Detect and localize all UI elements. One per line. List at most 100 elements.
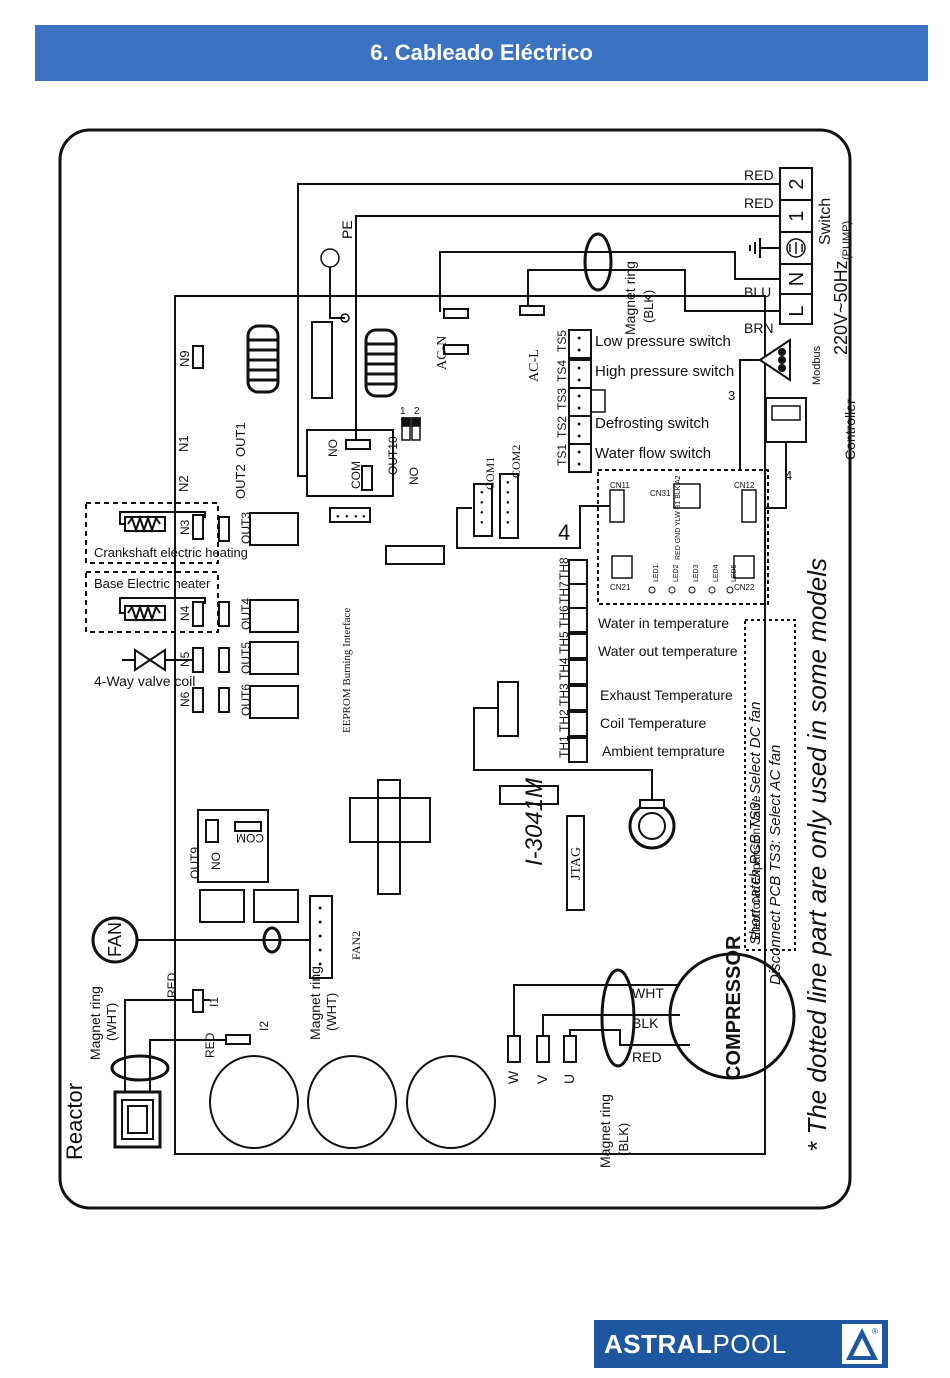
switch-label: Switch	[817, 198, 834, 245]
water-flow-label: Water flow switch	[595, 445, 711, 462]
i1-label: I1	[207, 997, 221, 1007]
comp-wht-label: WHT	[632, 985, 664, 1001]
v-terminal	[536, 1035, 550, 1063]
svg-text:●: ●	[577, 335, 581, 342]
coil-label: Coil Temperature	[600, 715, 707, 731]
magnet-ring-top-icon	[583, 232, 613, 292]
ac-n-connector	[443, 308, 469, 319]
capacitors	[209, 1055, 496, 1149]
high-pressure-label: High pressure switch	[595, 363, 734, 380]
pcb-note-line1: Short catch PCB TS3: Select DC fan	[747, 702, 764, 945]
com1-connector	[473, 483, 493, 537]
svg-text:●: ●	[336, 514, 340, 520]
defrosting-label: Defrosting switch	[595, 415, 709, 432]
ts3-link	[591, 389, 606, 413]
svg-text:●: ●	[577, 393, 581, 400]
th7-label: TH7	[557, 581, 571, 604]
magnet-ring-comp-label: Magnet ring	[597, 1094, 613, 1168]
i2-label: I2	[257, 1021, 271, 1031]
svg-text:●: ●	[362, 514, 366, 520]
blu-wire	[439, 251, 780, 312]
red-wire-2	[355, 215, 780, 444]
magnet-ring-fan-color: (WHT)	[324, 993, 339, 1031]
ac-l-label: AC-L	[527, 349, 542, 382]
svg-text:●: ●	[506, 510, 510, 516]
pcb-slot-1	[385, 545, 445, 565]
comp-blk-wire	[542, 1014, 680, 1036]
display-link-wire	[456, 505, 610, 549]
magnet-ring-top-label: Magnet ring	[622, 261, 638, 335]
eev-wire	[473, 707, 653, 800]
terminal-L: L	[786, 305, 808, 316]
wire-count-4b: 4	[785, 468, 792, 483]
ground-symbol-icon	[749, 238, 761, 258]
cn11-connector	[609, 489, 625, 523]
cn31-connector	[673, 483, 701, 509]
cn12-label: CN12	[734, 481, 755, 490]
model-label: I-3041M	[521, 778, 548, 866]
out9-label: OUT9	[188, 847, 202, 879]
th-connectors	[568, 559, 588, 763]
red-wire-1	[297, 183, 780, 477]
comp-red-label: RED	[632, 1049, 662, 1065]
svg-text:●: ●	[318, 933, 322, 940]
power-terminal-block	[779, 167, 813, 325]
dip-switch-icon	[401, 417, 421, 441]
magnet-ring-fan-label: Magnet ring	[307, 966, 323, 1040]
compressor-label: COMPRESSOR	[723, 935, 745, 1080]
svg-text:●: ●	[577, 365, 581, 372]
dip-1-label: 1	[400, 406, 406, 417]
magnet-ring-reactor-label: Magnet ring	[87, 986, 103, 1060]
red-b-label: RED	[203, 1032, 217, 1058]
th3-label: TH3	[557, 683, 571, 706]
display-pcb	[597, 469, 769, 605]
out5-label: OUT5	[239, 642, 253, 674]
svg-text:●: ●	[577, 405, 581, 412]
relay-no2-label: NO	[407, 467, 421, 485]
modbus-wire	[739, 359, 760, 470]
magnet-ring-reactor-color: (WHT)	[104, 1003, 119, 1041]
out4-label: OUT4	[239, 598, 253, 630]
wire-count-3: 3	[728, 388, 735, 403]
pe-ground-icon	[320, 248, 340, 268]
out1-label: OUT1	[233, 422, 248, 457]
inductor-2-icon	[364, 328, 398, 398]
w-terminal	[507, 1035, 521, 1063]
out3-label: OUT3	[239, 512, 253, 544]
jtag-label: JTAG	[569, 847, 584, 880]
relay-out10-com-pin	[361, 465, 373, 491]
ambient-label: Ambient temprature	[602, 743, 725, 759]
svg-text:●: ●	[506, 500, 510, 506]
cn22-connector	[733, 555, 755, 579]
u-terminal	[563, 1035, 577, 1063]
cap-bank	[349, 797, 431, 843]
pe-wire	[329, 267, 345, 319]
exhaust-label: Exhaust Temperature	[600, 687, 733, 703]
out6-label: OUT6	[239, 684, 253, 716]
relay-no9-label: NO	[209, 852, 223, 870]
dip-2-label: 2	[414, 406, 420, 417]
magnet-ring-fan-icon	[262, 926, 282, 954]
red-a-label: RED	[165, 972, 179, 998]
water-in-label: Water in temperature	[598, 615, 729, 631]
n9-label: N9	[177, 350, 192, 367]
eev-label: Electronic Expansion Valve	[749, 795, 763, 940]
wire-red-2-label: RED	[744, 195, 774, 211]
svg-text:●: ●	[345, 514, 349, 520]
pump-label: (PUMP)	[841, 221, 853, 260]
registered-mark: ®	[872, 1327, 878, 1336]
led1-label: LED1	[653, 564, 660, 582]
modbus-connector-icon	[758, 338, 791, 382]
relay-out10-no-pin	[345, 439, 371, 450]
cn12-connector	[741, 489, 757, 523]
astralpool-mark-icon: ®	[842, 1324, 882, 1364]
cn31-label: CN31	[650, 489, 671, 498]
cn21-label: CN21	[610, 583, 631, 592]
comp-wht-wire	[513, 984, 680, 1036]
magnet-ring-reactor-icon	[110, 1054, 170, 1082]
ts1-label: TS1	[555, 444, 569, 466]
low-pressure-label: Low pressure switch	[595, 333, 731, 350]
ts5-label: TS5	[555, 330, 569, 352]
relay-out10	[306, 429, 394, 497]
u-label: U	[561, 1074, 577, 1084]
